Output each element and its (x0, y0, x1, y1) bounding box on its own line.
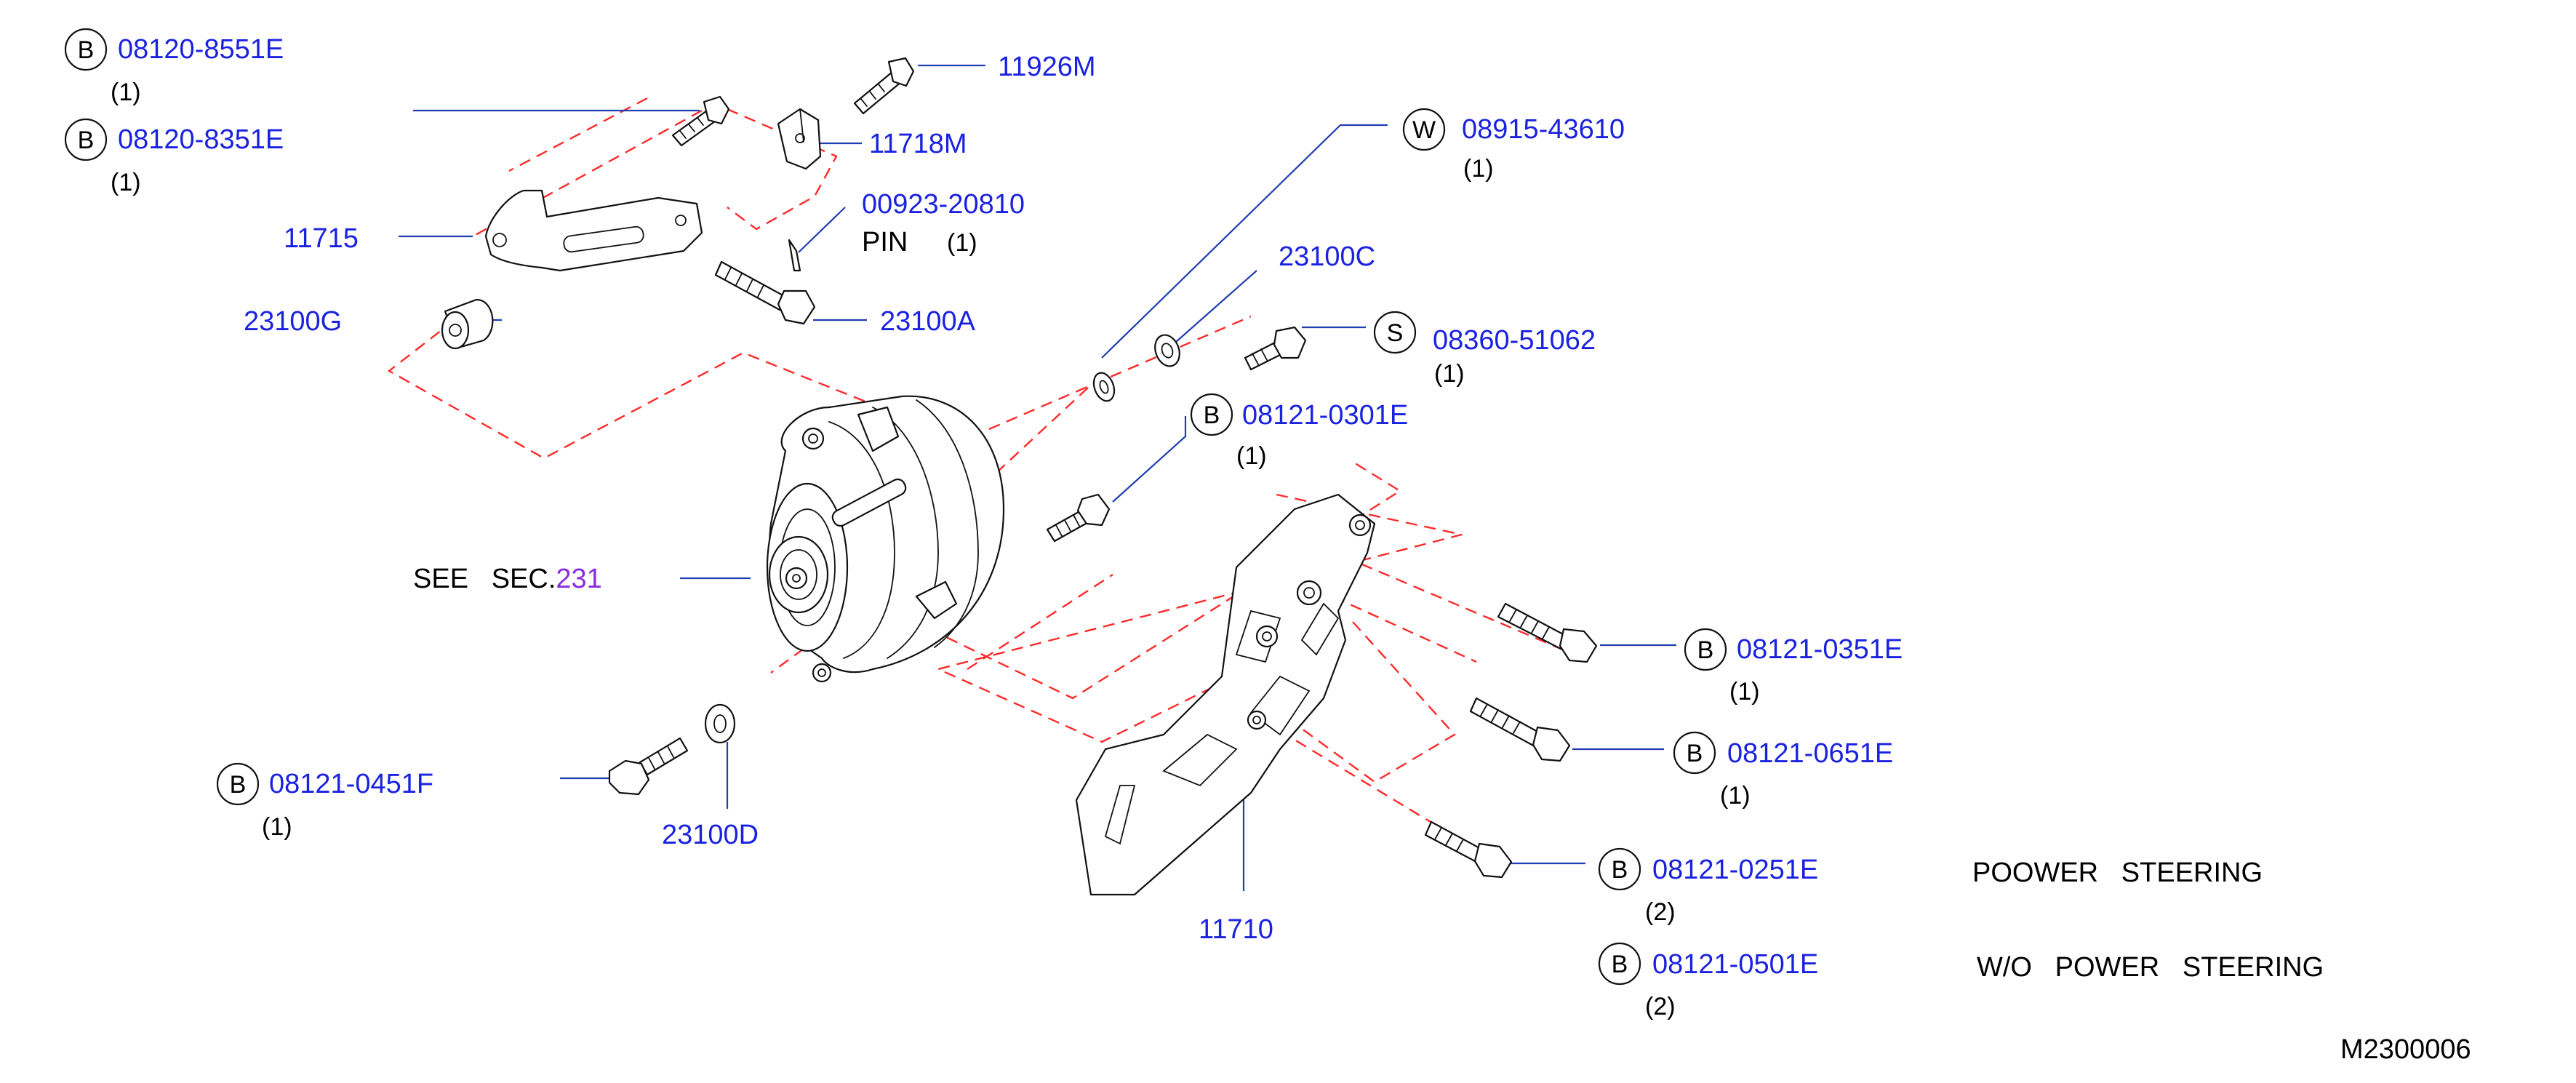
label-23100C[interactable]: 23100C (1279, 241, 1375, 272)
label-08121-0451F[interactable]: 08121-0451F (269, 769, 433, 799)
label-08915-43610[interactable]: 08915-43610 (1462, 114, 1625, 145)
bolt-08120-8351E (671, 95, 730, 147)
washer-08915-43610 (1092, 372, 1116, 402)
qty-08915-43610: (1) (1463, 155, 1494, 183)
clip-11718M (777, 108, 822, 170)
svg-text:B: B (78, 127, 95, 154)
qty-08120-8551E: (1) (111, 79, 141, 106)
figure-code: M2300006 (2340, 1034, 2471, 1065)
label-08121-0651E[interactable]: 08121-0651E (1727, 738, 1893, 769)
code-badges: B B W S B B B B (64, 28, 1727, 986)
svg-text:B: B (1204, 401, 1220, 429)
label-11718M[interactable]: 11718M (869, 129, 967, 159)
washer-23100D (704, 703, 736, 744)
note-without-power-steering: W/O POWER STEERING (1977, 952, 2324, 983)
svg-text:B: B (78, 36, 95, 64)
bushing-23100G (441, 298, 494, 350)
qty-08121-0501E: (2) (1645, 993, 1676, 1020)
bolt-08121-0301E (1046, 493, 1111, 543)
svg-text:B: B (1612, 951, 1628, 978)
qty-08121-0651E: (1) (1720, 782, 1751, 810)
qty-08121-0451F: (1) (262, 813, 292, 841)
label-08121-0351E[interactable]: 08121-0351E (1737, 634, 1903, 665)
qty-08120-8351E: (1) (111, 169, 141, 196)
badge-08915-43610: W (1402, 108, 1446, 151)
qty-08121-0351E: (1) (1729, 678, 1760, 706)
svg-text:W: W (1412, 116, 1436, 144)
nut-23100C (1154, 334, 1180, 367)
label-23100A[interactable]: 23100A (880, 306, 976, 337)
badge-08121-0351E: B (1684, 628, 1727, 671)
bracket-11715 (484, 189, 703, 272)
svg-text:B: B (1612, 856, 1628, 884)
bolt-08360-51062 (1244, 326, 1307, 371)
badge-08121-0501E: B (1598, 942, 1641, 986)
label-08121-0301E[interactable]: 08121-0301E (1242, 400, 1408, 431)
svg-text:B: B (1687, 740, 1703, 767)
label-11926M[interactable]: 11926M (998, 52, 1096, 82)
qty-08360-51062: (1) (1434, 360, 1465, 388)
qty-08121-0301E: (1) (1236, 442, 1267, 470)
part-labels: 08120-8551E (1) 08120-8351E (1) 11926M 1… (111, 34, 2471, 1065)
note-power-steering: POOWER STEERING (1972, 858, 2263, 888)
badge-08121-0251E: B (1598, 847, 1641, 891)
badge-08120-8351E: B (64, 118, 108, 161)
alternator (766, 395, 1005, 683)
badge-08120-8551E: B (64, 28, 108, 71)
qty-08121-0251E: (2) (1645, 898, 1676, 926)
name-00923-20810: PIN (862, 227, 908, 257)
svg-text:S: S (1387, 319, 1404, 347)
label-23100G[interactable]: 23100G (244, 306, 342, 337)
bolt-11926M (853, 57, 915, 115)
qty-00923-20810: (1) (947, 229, 977, 257)
badge-08121-0451F: B (216, 762, 260, 806)
pin-00923-20810 (788, 239, 801, 272)
label-11715[interactable]: 11715 (284, 223, 359, 254)
svg-text:B: B (230, 771, 247, 799)
bolt-23100A (714, 260, 816, 325)
bolt-08121-0251E (1424, 820, 1513, 879)
bolt-08121-0651E (1469, 697, 1571, 762)
label-08120-8351E[interactable]: 08120-8351E (118, 124, 284, 155)
label-08121-0251E[interactable]: 08121-0251E (1652, 855, 1818, 885)
label-00923-20810[interactable]: 00923-20810 (862, 189, 1025, 220)
svg-text:B: B (1697, 636, 1714, 664)
label-08360-51062[interactable]: 08360-51062 (1433, 325, 1596, 356)
label-08120-8551E[interactable]: 08120-8551E (118, 34, 284, 65)
leader-lines (399, 64, 1676, 891)
label-08121-0501E[interactable]: 08121-0501E (1652, 949, 1818, 980)
bracket-11710 (1075, 493, 1376, 896)
label-23100D[interactable]: 23100D (662, 820, 759, 850)
bolt-08121-0351E (1497, 602, 1598, 663)
see-section-label: SEE SEC.231 (413, 564, 602, 594)
bolt-08121-0451F (608, 737, 689, 796)
label-11710[interactable]: 11710 (1199, 914, 1273, 945)
badge-08121-0651E: B (1673, 731, 1716, 775)
badge-08121-0301E: B (1190, 393, 1233, 436)
badge-08360-51062: S (1373, 311, 1417, 354)
section-link-231[interactable]: 231 (556, 564, 601, 594)
